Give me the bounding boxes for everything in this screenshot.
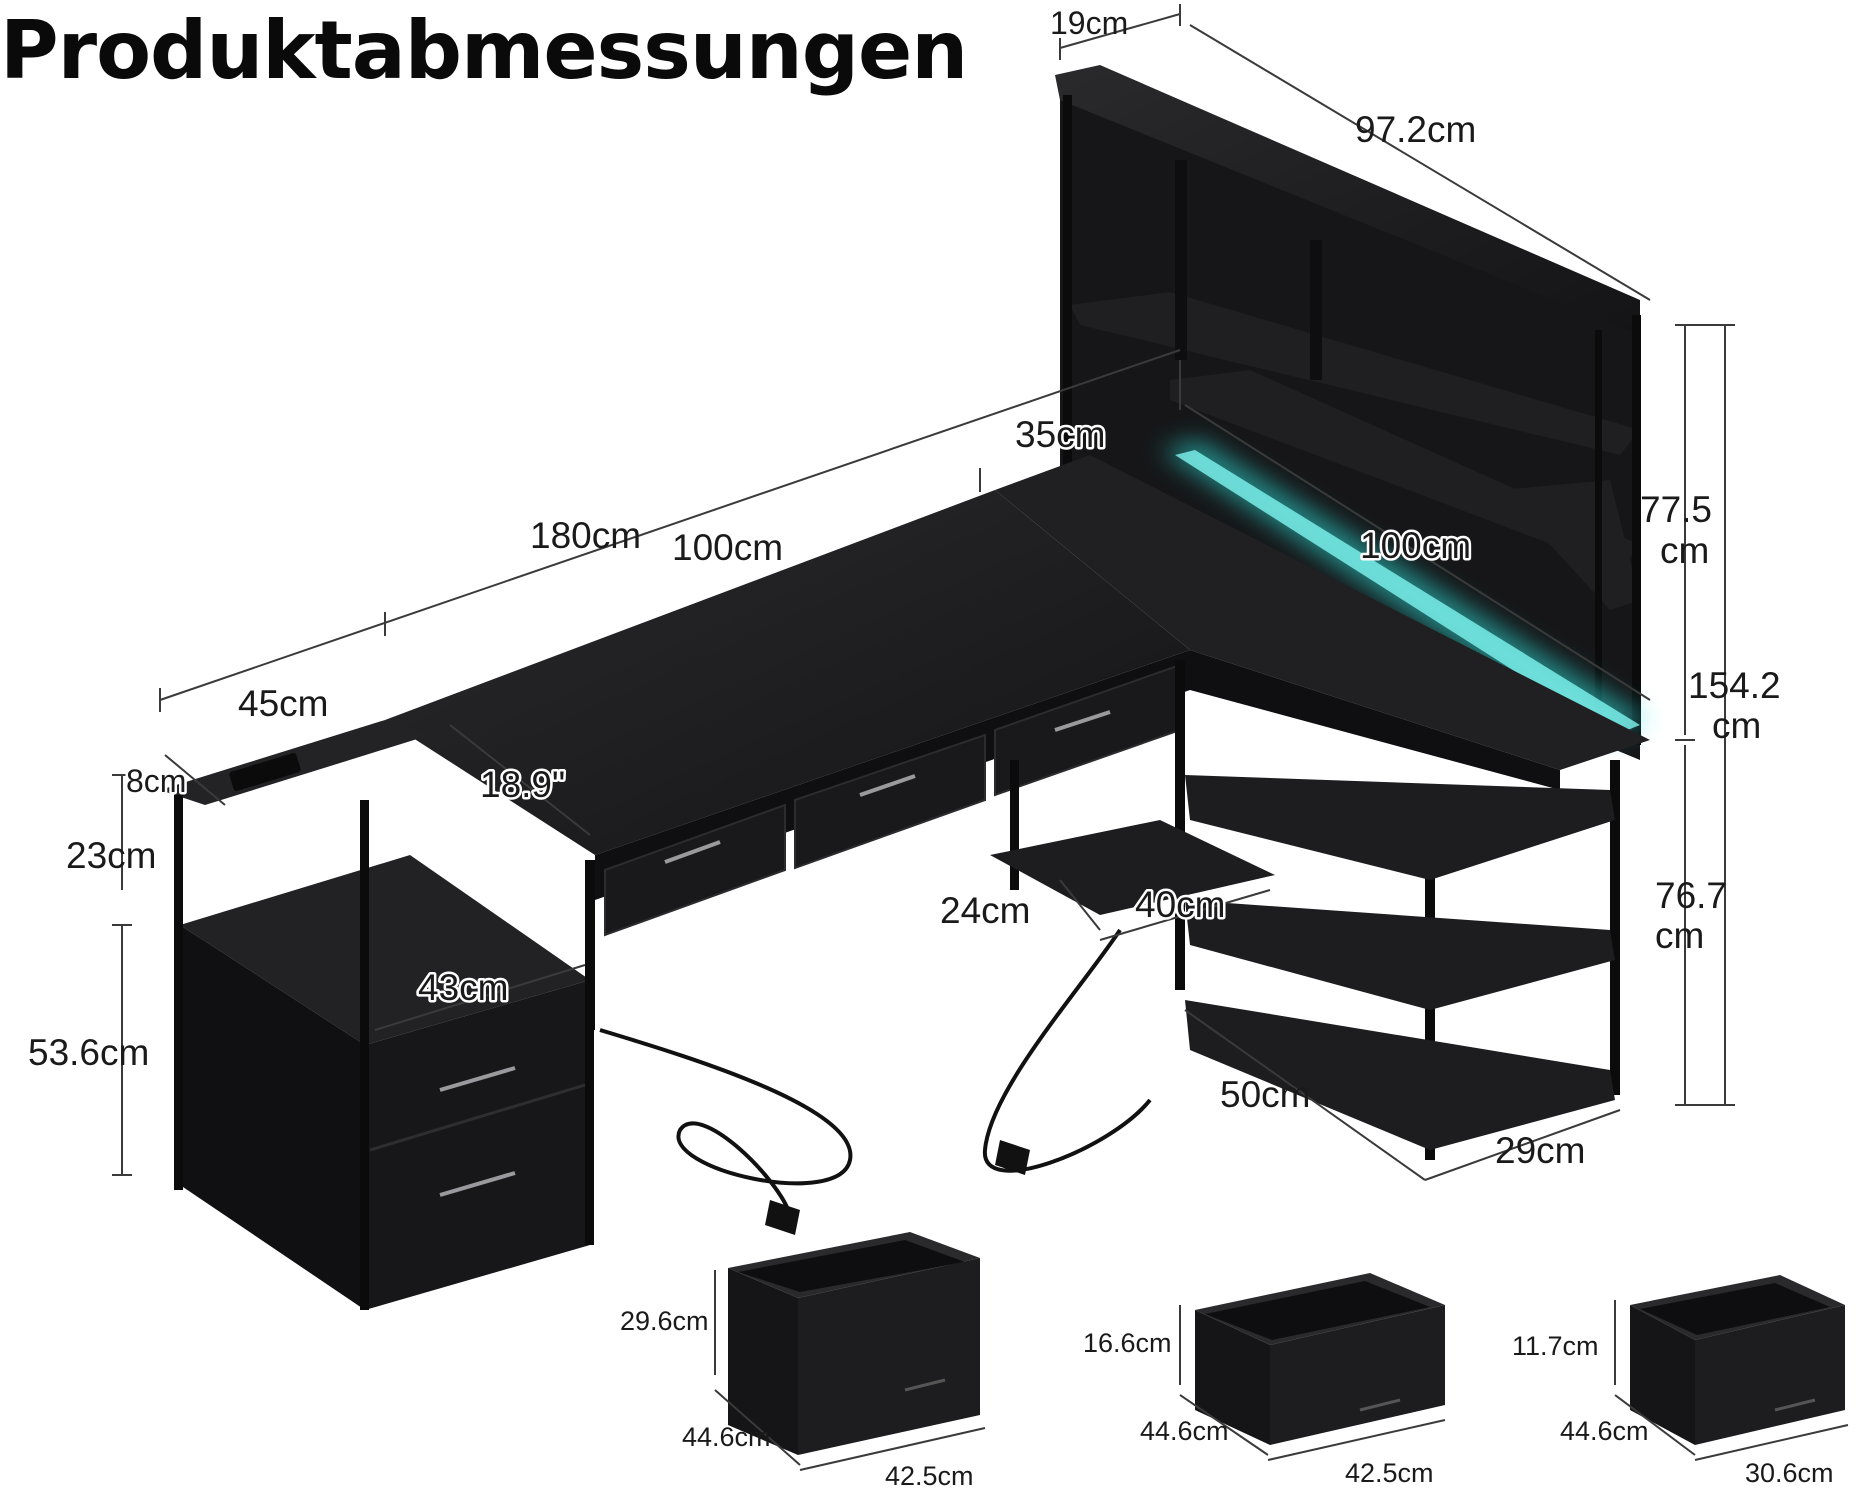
cabinet-side bbox=[180, 925, 365, 1310]
hutch-shelf-unit bbox=[1055, 65, 1641, 760]
led-strip-glow bbox=[1160, 440, 1650, 740]
label-hutch-height: 77.5 bbox=[1640, 489, 1712, 530]
hutch-shelf-1 bbox=[1070, 292, 1640, 455]
label-footrest-width: 40cm bbox=[1135, 884, 1225, 925]
label-total-height: 154.2 bbox=[1688, 665, 1781, 706]
power-cables bbox=[599, 928, 1152, 1216]
page-title: Produktabmessungen bbox=[0, 4, 968, 97]
dim-line-hutch-depth bbox=[1059, 13, 1181, 49]
plug-icon bbox=[995, 1140, 1030, 1175]
label-cabinet-riser: 8cm bbox=[126, 763, 186, 799]
desk-drawer-1 bbox=[604, 803, 786, 937]
dimension-lines bbox=[112, 4, 1849, 1471]
label-return-shelf-depth: 29cm bbox=[1495, 1130, 1585, 1171]
hutch-top-board bbox=[1055, 65, 1640, 335]
label-bin1-depth: 42.5cm bbox=[885, 1461, 974, 1491]
desk-return-edge bbox=[1190, 650, 1560, 790]
label-drawer-opening: 18.9" bbox=[480, 764, 565, 805]
dim-line-return-length bbox=[1184, 404, 1651, 701]
hutch-divider bbox=[1175, 160, 1187, 360]
cabinet-post bbox=[585, 860, 594, 1245]
label-bin1-width: 44.6cm bbox=[682, 1422, 771, 1452]
desk-drawer-2 bbox=[794, 733, 986, 870]
cabinet-post bbox=[360, 800, 369, 1310]
cabinet-front bbox=[365, 980, 590, 1310]
l-shaped-desk bbox=[385, 455, 1650, 1160]
desk-leg bbox=[1010, 760, 1019, 890]
hutch-leg bbox=[1063, 95, 1072, 485]
dim-line-riser bbox=[164, 754, 226, 806]
dim-line-return-depth bbox=[1184, 1009, 1426, 1181]
fabric-bin-large bbox=[728, 1232, 980, 1455]
label-hutch-shelf-depth: 35cm bbox=[1015, 414, 1105, 455]
label-bin2-depth: 42.5cm bbox=[1345, 1458, 1434, 1488]
dim-line-total-length bbox=[159, 349, 1181, 701]
drawer-pull bbox=[664, 840, 721, 864]
dim-line-return-shelf-depth bbox=[1424, 1109, 1621, 1181]
dim-line-footrest-width bbox=[1099, 889, 1271, 941]
storage-cabinet bbox=[160, 720, 594, 1310]
label-cabinet-width: 43cm bbox=[418, 967, 508, 1008]
dim-line-footrest-depth bbox=[1059, 879, 1101, 931]
label-total-length: 180cm bbox=[530, 515, 641, 556]
drawer-pull bbox=[859, 774, 916, 797]
power-outlet-icon bbox=[229, 752, 301, 792]
label-bin3-height: 11.7cm bbox=[1512, 1331, 1599, 1361]
side-shelf-1 bbox=[1185, 775, 1615, 880]
dimension-labels: 19cm 97.2cm 35cm 180cm 100cm 100cm 77.5 … bbox=[28, 5, 1834, 1491]
label-cabinet-shelf-height: 23cm bbox=[66, 835, 156, 876]
label-bin2-height: 16.6cm bbox=[1083, 1328, 1172, 1358]
label-return-depth: 50cm bbox=[1220, 1074, 1310, 1115]
dim-line-drawer-opening bbox=[449, 724, 591, 836]
label-footrest-depth: 24cm bbox=[940, 890, 1030, 931]
cabinet-top bbox=[180, 855, 590, 1045]
desk-leg bbox=[1610, 760, 1620, 1095]
desk-leg bbox=[1175, 660, 1185, 990]
desk-top-return bbox=[995, 455, 1650, 770]
hutch-leg bbox=[1595, 330, 1602, 740]
label-cabinet-height: 53.6cm bbox=[28, 1032, 149, 1073]
cabinet-drawer-split bbox=[369, 1083, 586, 1152]
power-cable bbox=[599, 1028, 853, 1216]
hutch-shelf-2 bbox=[1170, 370, 1640, 570]
label-desk-return-length: 100cm bbox=[1360, 525, 1471, 566]
hutch-divider bbox=[1310, 240, 1322, 380]
drawer-pull bbox=[439, 1066, 516, 1092]
fabric-bin-medium bbox=[1195, 1273, 1445, 1445]
drawer-pull bbox=[1054, 710, 1111, 732]
side-shelf-2 bbox=[1185, 900, 1615, 1010]
plug-icon bbox=[765, 1200, 800, 1235]
hutch-leg bbox=[1632, 315, 1641, 745]
label-bin3-depth: 30.6cm bbox=[1745, 1458, 1834, 1488]
label-desk-main-length: 100cm bbox=[672, 527, 783, 568]
power-cable bbox=[982, 928, 1152, 1173]
label-bin1-height: 29.6cm bbox=[620, 1306, 709, 1336]
label-hutch-height-unit: cm bbox=[1660, 530, 1709, 571]
label-bin3-width: 44.6cm bbox=[1560, 1416, 1649, 1446]
label-bin2-width: 44.6cm bbox=[1140, 1416, 1229, 1446]
hutch-shelf-3 bbox=[1500, 480, 1640, 610]
label-cabinet-top-width: 45cm bbox=[238, 683, 328, 724]
label-desk-height-unit: cm bbox=[1655, 915, 1704, 956]
cabinet-post bbox=[174, 795, 183, 1190]
fabric-bin-small bbox=[1630, 1275, 1845, 1445]
label-total-height-unit: cm bbox=[1712, 705, 1761, 746]
label-hutch-width: 97.2cm bbox=[1355, 109, 1476, 150]
dim-line-hutch-width bbox=[1189, 24, 1651, 301]
dim-line-cabinet-width bbox=[374, 964, 586, 1031]
desk-top-main bbox=[385, 490, 1190, 855]
label-desk-height: 76.7 bbox=[1655, 875, 1727, 916]
side-shelf-3 bbox=[1185, 1000, 1615, 1150]
label-hutch-depth: 19cm bbox=[1050, 5, 1128, 41]
footrest-shelf bbox=[990, 820, 1275, 915]
drawer-pull bbox=[439, 1171, 516, 1197]
